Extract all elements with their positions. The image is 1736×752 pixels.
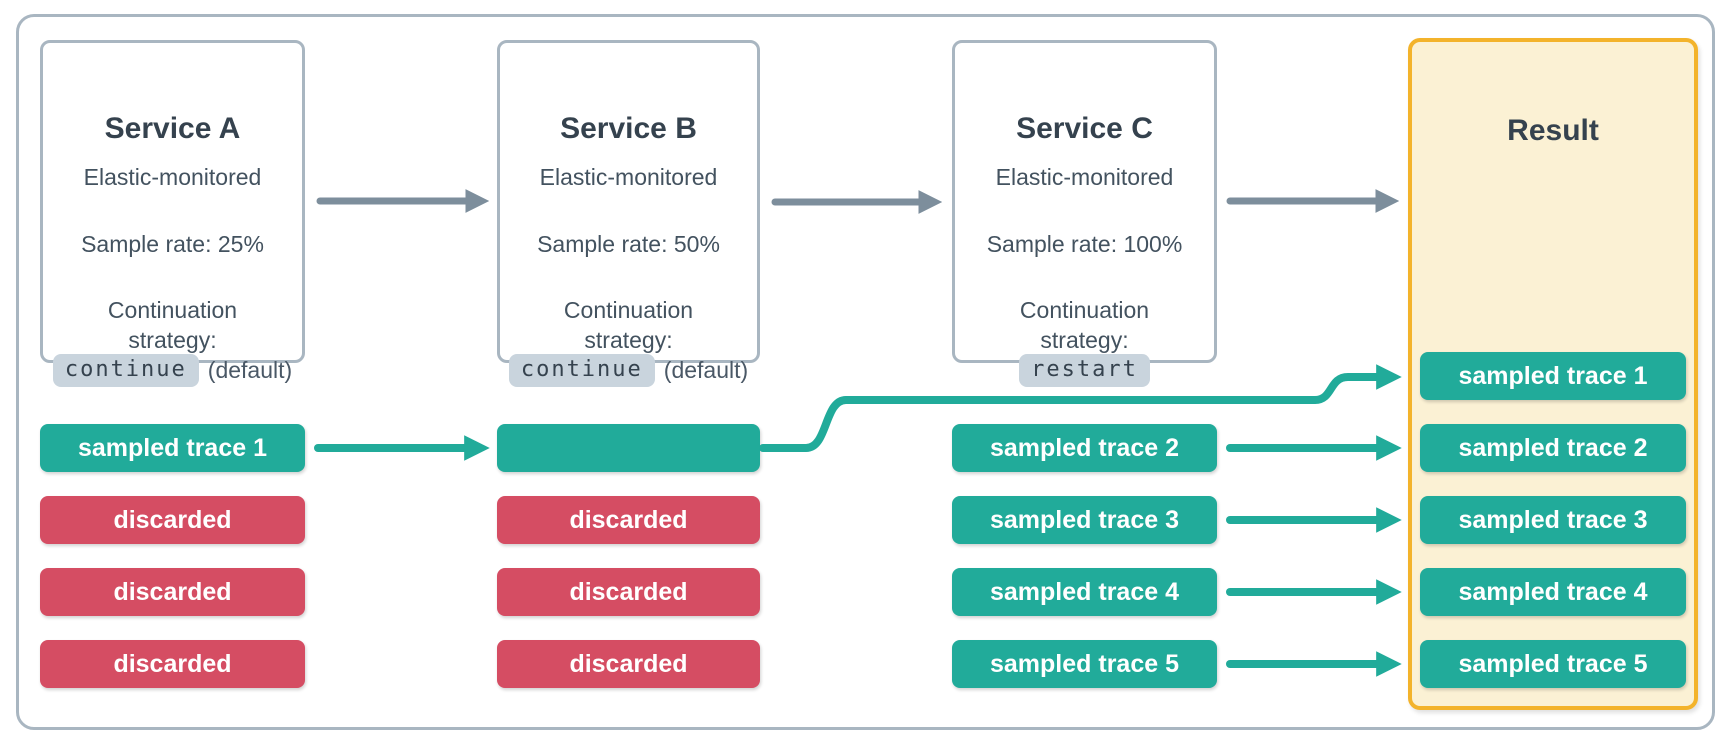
trace-pill-c-sampled-4: sampled trace 4 <box>952 568 1217 616</box>
service-b-strategy-code-badge: continue <box>508 353 655 387</box>
trace-pill-b-discarded-3: discarded <box>497 640 760 688</box>
service-c-title: Service C <box>1016 112 1153 145</box>
service-c-strategy-row: restart <box>955 352 1214 388</box>
result-pill-sampled-5: sampled trace 5 <box>1420 640 1686 688</box>
service-b-title: Service B <box>560 112 697 145</box>
service-a-monitored-label: Elastic-monitored <box>83 164 262 190</box>
service-b-strategy-row: continue (default) <box>500 352 757 388</box>
trace-pill-a-discarded-1: discarded <box>40 496 305 544</box>
trace-pill-c-sampled-3: sampled trace 3 <box>952 496 1217 544</box>
service-a-strategy-suffix: (default) <box>207 356 293 383</box>
service-b-sample-rate: Sample rate: 50% <box>537 231 720 257</box>
service-a-title: Service A <box>104 112 241 145</box>
service-c-strategy-code-badge: restart <box>1019 353 1150 387</box>
trace-pill-a-discarded-2: discarded <box>40 568 305 616</box>
result-pill-sampled-4: sampled trace 4 <box>1420 568 1686 616</box>
service-a-strategy-row: continue (default) <box>43 352 302 388</box>
service-a-sample-rate: Sample rate: 25% <box>81 231 264 257</box>
service-c-monitored-label: Elastic-monitored <box>995 164 1174 190</box>
trace-pill-c-sampled-5: sampled trace 5 <box>952 640 1217 688</box>
service-c-continuation-label: Continuation strategy: <box>1019 297 1150 353</box>
trace-pill-b-discarded-1: discarded <box>497 496 760 544</box>
result-pill-sampled-2: sampled trace 2 <box>1420 424 1686 472</box>
service-b-strategy-suffix: (default) <box>663 356 749 383</box>
service-b-box: Service B Elastic-monitored Sample rate:… <box>497 40 760 387</box>
service-c-sample-rate: Sample rate: 100% <box>986 231 1183 257</box>
service-a-strategy-code-badge: continue <box>52 353 199 387</box>
trace-pill-a-sampled-1: sampled trace 1 <box>40 424 305 472</box>
service-c-box: Service C Elastic-monitored Sample rate:… <box>952 40 1217 387</box>
trace-pill-b-discarded-2: discarded <box>497 568 760 616</box>
trace-pill-b-sampled-unlabeled <box>497 424 760 472</box>
service-a-continuation-label: Continuation strategy: <box>107 297 238 353</box>
result-pill-sampled-3: sampled trace 3 <box>1420 496 1686 544</box>
service-b-continuation-label: Continuation strategy: <box>563 297 694 353</box>
trace-pill-a-discarded-3: discarded <box>40 640 305 688</box>
result-title: Result <box>1507 114 1599 147</box>
result-pill-sampled-1: sampled trace 1 <box>1420 352 1686 400</box>
service-a-box: Service A Elastic-monitored Sample rate:… <box>40 40 305 387</box>
service-b-monitored-label: Elastic-monitored <box>539 164 718 190</box>
trace-pill-c-sampled-2: sampled trace 2 <box>952 424 1217 472</box>
